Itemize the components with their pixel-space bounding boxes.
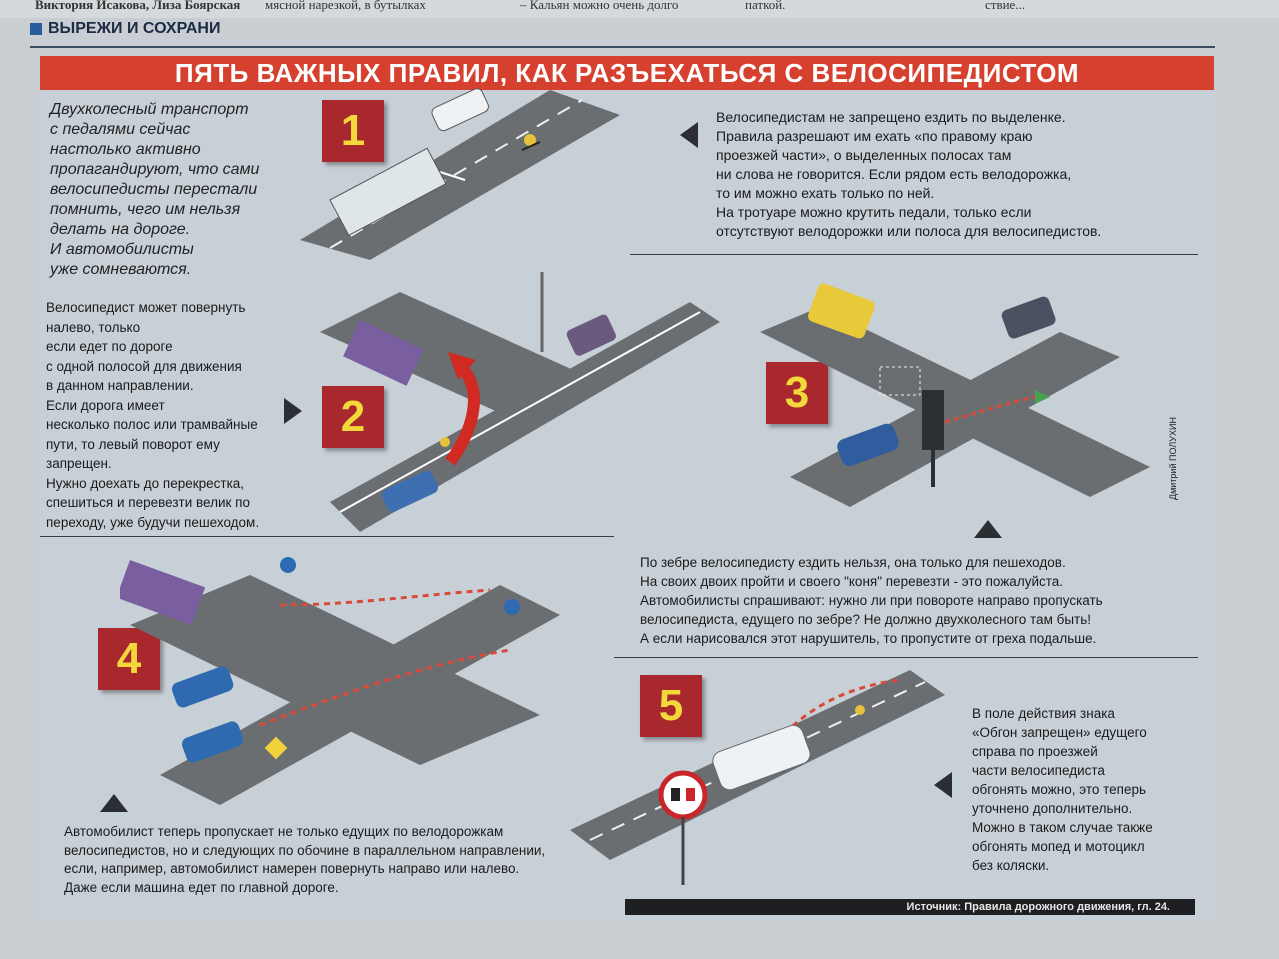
strip-text-3: – Кальян можно очень долго — [520, 0, 679, 12]
pointer-3-icon — [974, 520, 1002, 538]
section-marker-icon — [30, 23, 42, 35]
section-label: ВЫРЕЖИ И СОХРАНИ — [30, 20, 220, 38]
banner-title: ПЯТЬ ВАЖНЫХ ПРАВИЛ, КАК РАЗЪЕХАТЬСЯ С ВЕ… — [40, 56, 1214, 90]
scene-1-illustration — [300, 88, 620, 260]
author-credit: Дмитрий ПОЛУХИН — [1168, 417, 1178, 500]
separator-1 — [630, 254, 1198, 255]
pointer-2-icon — [284, 398, 302, 424]
rule-2-number: 2 — [322, 386, 384, 448]
pointer-4-icon — [100, 794, 128, 812]
rule-1-text: Велосипедистам не запрещено ездить по вы… — [716, 109, 1102, 239]
scene-3-illustration — [760, 283, 1150, 507]
intro-text: Двухколесный транспорт с педалями сейчас… — [50, 101, 260, 278]
rule-4-text: Автомобилист теперь пропускает не только… — [64, 824, 546, 895]
rule-1-number: 1 — [322, 100, 384, 162]
rule-3-number: 3 — [766, 362, 828, 424]
rule-5-text: В поле действия знака «Обгон запрещен» е… — [972, 706, 1153, 873]
rule-2-text: Велосипедист может повернуть налево, тол… — [46, 300, 260, 530]
scene-2-illustration — [320, 272, 720, 532]
section-label-text: ВЫРЕЖИ И СОХРАНИ — [48, 20, 221, 37]
scene-4-illustration — [120, 557, 560, 805]
strip-text-1: Виктория Исакова, Лиза Боярская — [35, 0, 241, 12]
separator-3 — [614, 657, 1198, 658]
pointer-1-icon — [680, 122, 698, 148]
strip-text-2: мясной нарезкой, в бутылках — [265, 0, 426, 12]
strip-text-5: ствие... — [985, 0, 1026, 12]
separator-2 — [40, 536, 614, 537]
previous-page-strip: Виктория Исакова, Лиза Боярская мясной н… — [0, 0, 1279, 18]
strip-text-4: паткой. — [745, 0, 786, 12]
rule-5-number: 5 — [640, 675, 702, 737]
source-footer: Источник: Правила дорожного движения, гл… — [625, 899, 1195, 915]
divider — [30, 46, 1215, 48]
pointer-5-icon — [934, 772, 952, 798]
scene-5-illustration — [570, 670, 945, 885]
rule-3-text: По зебре велосипедисту ездить нельзя, он… — [640, 555, 1103, 646]
rule-4-number: 4 — [98, 628, 160, 690]
